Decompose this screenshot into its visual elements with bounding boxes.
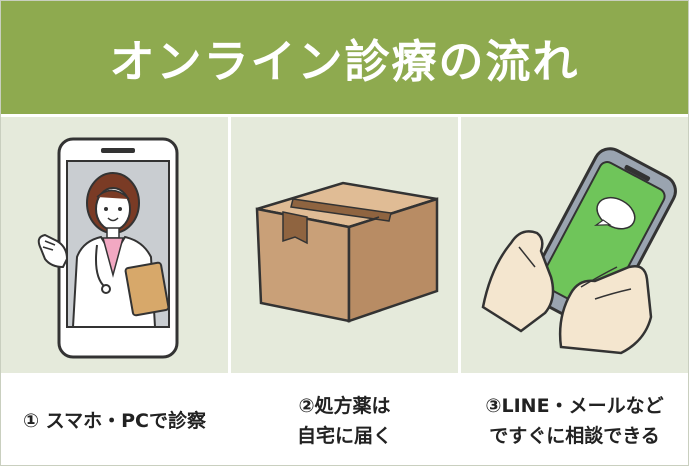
step-2-caption-line-1: ②処方薬は: [298, 394, 391, 417]
hands-holding-phone-icon: [481, 147, 677, 355]
step-2-panel: [231, 117, 458, 373]
step-1-caption-line-1: ① スマホ・PCで診察: [22, 409, 206, 432]
caption-row: ① スマホ・PCで診察 ②処方薬は 自宅に届く ③LINE・メールなど ですぐに…: [1, 376, 688, 465]
step-3-caption-line-1: ③LINE・メールなど: [485, 394, 664, 417]
step-3-caption-line-2: ですぐに相談できる: [489, 424, 660, 447]
step-3-caption: ③LINE・メールなど ですぐに相談できる: [461, 376, 688, 465]
illustration-row: [1, 117, 688, 373]
doctor-on-phone-icon: [37, 137, 179, 359]
step-2-caption: ②処方薬は 自宅に届く: [231, 376, 458, 465]
step-2-caption-line-2: 自宅に届く: [296, 424, 392, 447]
step-1-caption: ① スマホ・PCで診察: [1, 376, 228, 465]
page-title: オンライン診療の流れ: [109, 35, 580, 88]
header-banner: オンライン診療の流れ: [1, 1, 688, 114]
step-3-panel: [461, 117, 688, 373]
step-1-panel: [1, 117, 228, 373]
cardboard-box-icon: [255, 181, 439, 323]
